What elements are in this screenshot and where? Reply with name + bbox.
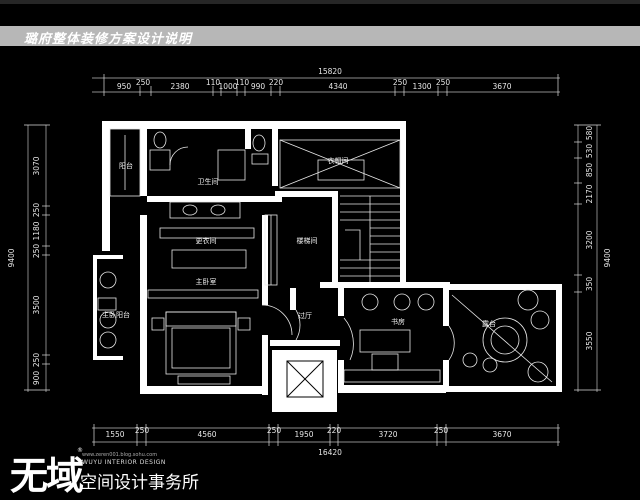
- dim-right-3: 850: [585, 163, 594, 178]
- dim-top-13: 3670: [492, 82, 511, 91]
- title-bar: 璐府整体装修方案设计说明: [0, 26, 640, 47]
- dim-top-10: 250: [393, 78, 408, 87]
- dim-top-6: 110: [235, 78, 250, 87]
- dim-top-7: 990: [251, 82, 266, 91]
- dim-right-2: 530: [585, 144, 594, 159]
- room-stairwell: 楼梯间: [297, 236, 318, 245]
- room-study: 书房: [391, 317, 405, 326]
- elevator: [286, 360, 324, 398]
- room-master-balcony: 主卧阳台: [102, 310, 130, 319]
- dim-left-5: 3500: [32, 295, 41, 314]
- dim-top-5: 1000: [218, 82, 237, 91]
- room-balcony-small: 阳台: [119, 161, 133, 170]
- dim-top-1: 950: [117, 82, 132, 91]
- dim-right-5: 3200: [585, 230, 594, 249]
- dim-left-7: 900: [32, 371, 41, 386]
- dim-right-total: 9400: [603, 248, 612, 267]
- dim-top-4: 110: [206, 78, 221, 87]
- dim-top-2: 250: [136, 78, 151, 87]
- dim-top-11: 1300: [412, 82, 431, 91]
- dim-left-2: 250: [32, 203, 41, 218]
- room-storage: 衣帽间: [328, 156, 349, 165]
- room-dressing: 更衣间: [196, 236, 217, 245]
- dim-bottom-6: 220: [327, 426, 342, 435]
- dimension-lines: [24, 74, 601, 446]
- dim-bottom-1: 1550: [105, 430, 124, 439]
- room-terrace: 露台: [482, 319, 496, 328]
- dim-right-6: 350: [585, 277, 594, 292]
- brand-logo-mark: 无域: [10, 453, 84, 498]
- room-corridor: 过厅: [298, 311, 312, 320]
- dim-bottom-3: 4560: [197, 430, 216, 439]
- dim-right-7: 3550: [585, 331, 594, 350]
- dim-left-6: 250: [32, 353, 41, 368]
- dim-top-3: 2380: [170, 82, 189, 91]
- dim-bottom-7: 3720: [378, 430, 397, 439]
- dim-bottom-5: 1950: [294, 430, 313, 439]
- room-master-bedroom: 主卧室: [196, 277, 217, 286]
- dim-bottom-8: 250: [434, 426, 449, 435]
- brand-chinese-name: 空间设计事务所: [80, 473, 199, 493]
- dim-bottom-total: 16420: [318, 448, 342, 457]
- dim-left-4: 250: [32, 244, 41, 259]
- top-strip: [0, 0, 640, 4]
- walls: [93, 121, 562, 412]
- dim-top-9: 4340: [328, 82, 347, 91]
- dim-bottom-2: 250: [135, 426, 150, 435]
- dim-top-total: 15820: [318, 67, 342, 76]
- room-bathroom: 卫生间: [198, 177, 219, 186]
- dim-left-1: 3070: [32, 156, 41, 175]
- dim-bottom-4: 250: [267, 426, 282, 435]
- page-title: 璐府整体装修方案设计说明: [24, 32, 193, 47]
- registered-mark: ®: [77, 447, 83, 454]
- dim-bottom-9: 3670: [492, 430, 511, 439]
- dim-left-3: 1180: [32, 221, 41, 240]
- brand-url: www.zeren001.blog.sohu.com: [82, 452, 158, 458]
- brand-english-name: WUYU INTERIOR DESIGN: [82, 459, 166, 466]
- dim-right-4: 2170: [585, 184, 594, 203]
- dim-top-8: 220: [269, 78, 284, 87]
- dim-right-1: 580: [585, 126, 594, 141]
- dim-top-12: 250: [436, 78, 451, 87]
- dim-left-total: 9400: [7, 248, 16, 267]
- fixtures: [97, 128, 553, 385]
